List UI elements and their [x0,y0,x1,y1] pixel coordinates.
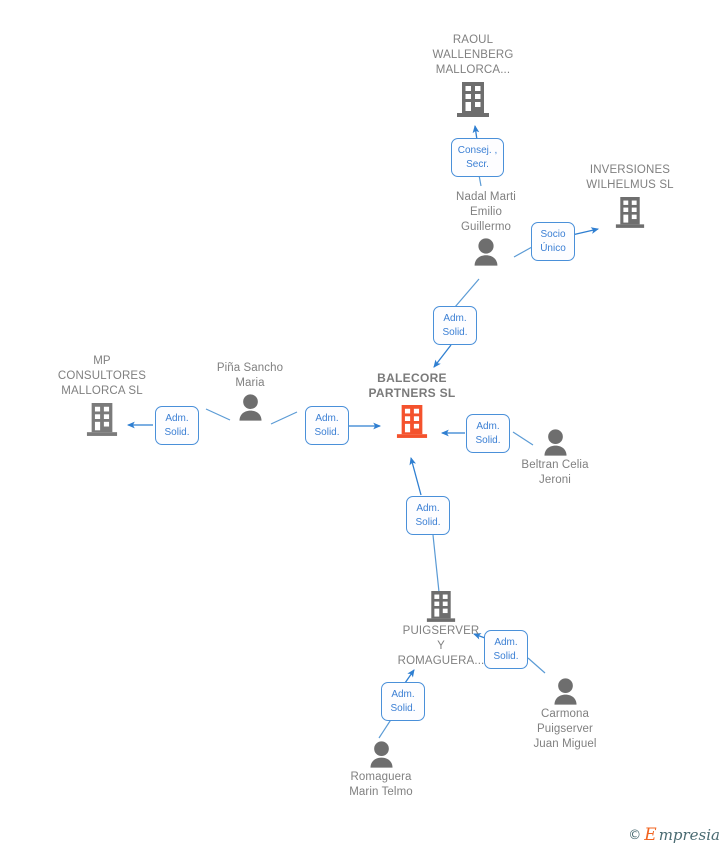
building-icon [426,589,456,623]
relation-chip-adm-solid-beltran-balecore[interactable]: Adm. Solid. [466,414,510,453]
node-raoul-wallenberg[interactable]: RAOUL WALLENBERG MALLORCA... [408,33,538,118]
node-label: BALECORE PARTNERS SL [368,371,456,400]
node-label: PUIGSERVER Y ROMAGUERA... [397,625,485,667]
building-icon [456,80,490,118]
edge-puigco-to-chip-admpuig [432,534,440,593]
relation-chip-adm-solid-carmona-puigco[interactable]: Adm. Solid. [484,630,528,669]
brand-name: mpresia [658,826,720,844]
person-icon [235,393,266,422]
relation-chip-adm-solid-puigco-balecore[interactable]: Adm. Solid. [406,496,450,535]
node-balecore-partners[interactable]: BALECORE PARTNERS SL [347,371,477,439]
edge-romaguera-to-chip-admrom [378,717,393,739]
node-label: RAOUL WALLENBERG MALLORCA... [432,34,514,76]
relation-chip-adm-solid-romaguera-puigco[interactable]: Adm. Solid. [381,682,425,721]
node-nadal-marti-emilio-guillermo[interactable]: Nadal Marti Emilio Guillermo [421,190,551,267]
node-inversiones-wilhelmus[interactable]: INVERSIONES WILHELMUS SL [565,163,695,229]
relation-chip-consejero-secretario[interactable]: Consej. , Secr. [451,138,504,177]
copyright-icon: © [628,828,642,843]
relation-chip-adm-solid-pina-mp[interactable]: Adm. Solid. [155,406,199,445]
relation-chip-socio-unico[interactable]: Socio Único [531,222,575,261]
person-icon [470,237,502,267]
edge-carmona-to-chip-admcar [527,657,546,674]
node-label: Beltran Celia Jeroni [521,459,589,486]
empresia-watermark: © E mpresia [628,827,720,844]
brand-initial: E [644,825,657,845]
node-label: Carmona Puigserver Juan Miguel [533,708,597,750]
person-icon [366,740,397,769]
node-label: Nadal Marti Emilio Guillermo [456,191,516,233]
building-icon-highlight [396,403,428,439]
building-icon [615,195,645,229]
edge-nadal-to-chip-adm1 [454,278,480,308]
node-label: INVERSIONES WILHELMUS SL [586,164,674,191]
node-beltran-celia-jeroni[interactable]: Beltran Celia Jeroni [490,428,620,488]
node-carmona-puigserver-juan-miguel[interactable]: Carmona Puigserver Juan Miguel [500,677,630,752]
edge-chip-admpuig-to-balecore [409,456,422,496]
person-icon [550,677,581,706]
node-label: MP CONSULTORES MALLORCA SL [57,355,147,397]
person-icon [540,428,571,457]
node-puigserver-y-romaguera[interactable]: PUIGSERVER Y ROMAGUERA... [376,589,506,669]
node-mp-consultores-mallorca[interactable]: MP CONSULTORES MALLORCA SL [37,354,167,437]
node-pina-sancho-maria[interactable]: Piña Sancho Maria [185,361,315,422]
node-label: Romaguera Marin Telmo [349,771,413,798]
node-romaguera-marin-telmo[interactable]: Romaguera Marin Telmo [316,740,446,800]
edge-chip-adm1-to-balecore [433,344,452,368]
relation-chip-adm-solid-nadal-balecore[interactable]: Adm. Solid. [433,306,477,345]
edge-chip-socio-to-inversiones [571,227,600,236]
relation-chip-adm-solid-pina-balecore[interactable]: Adm. Solid. [305,406,349,445]
node-label: Piña Sancho Maria [216,362,284,389]
building-icon [86,401,118,437]
